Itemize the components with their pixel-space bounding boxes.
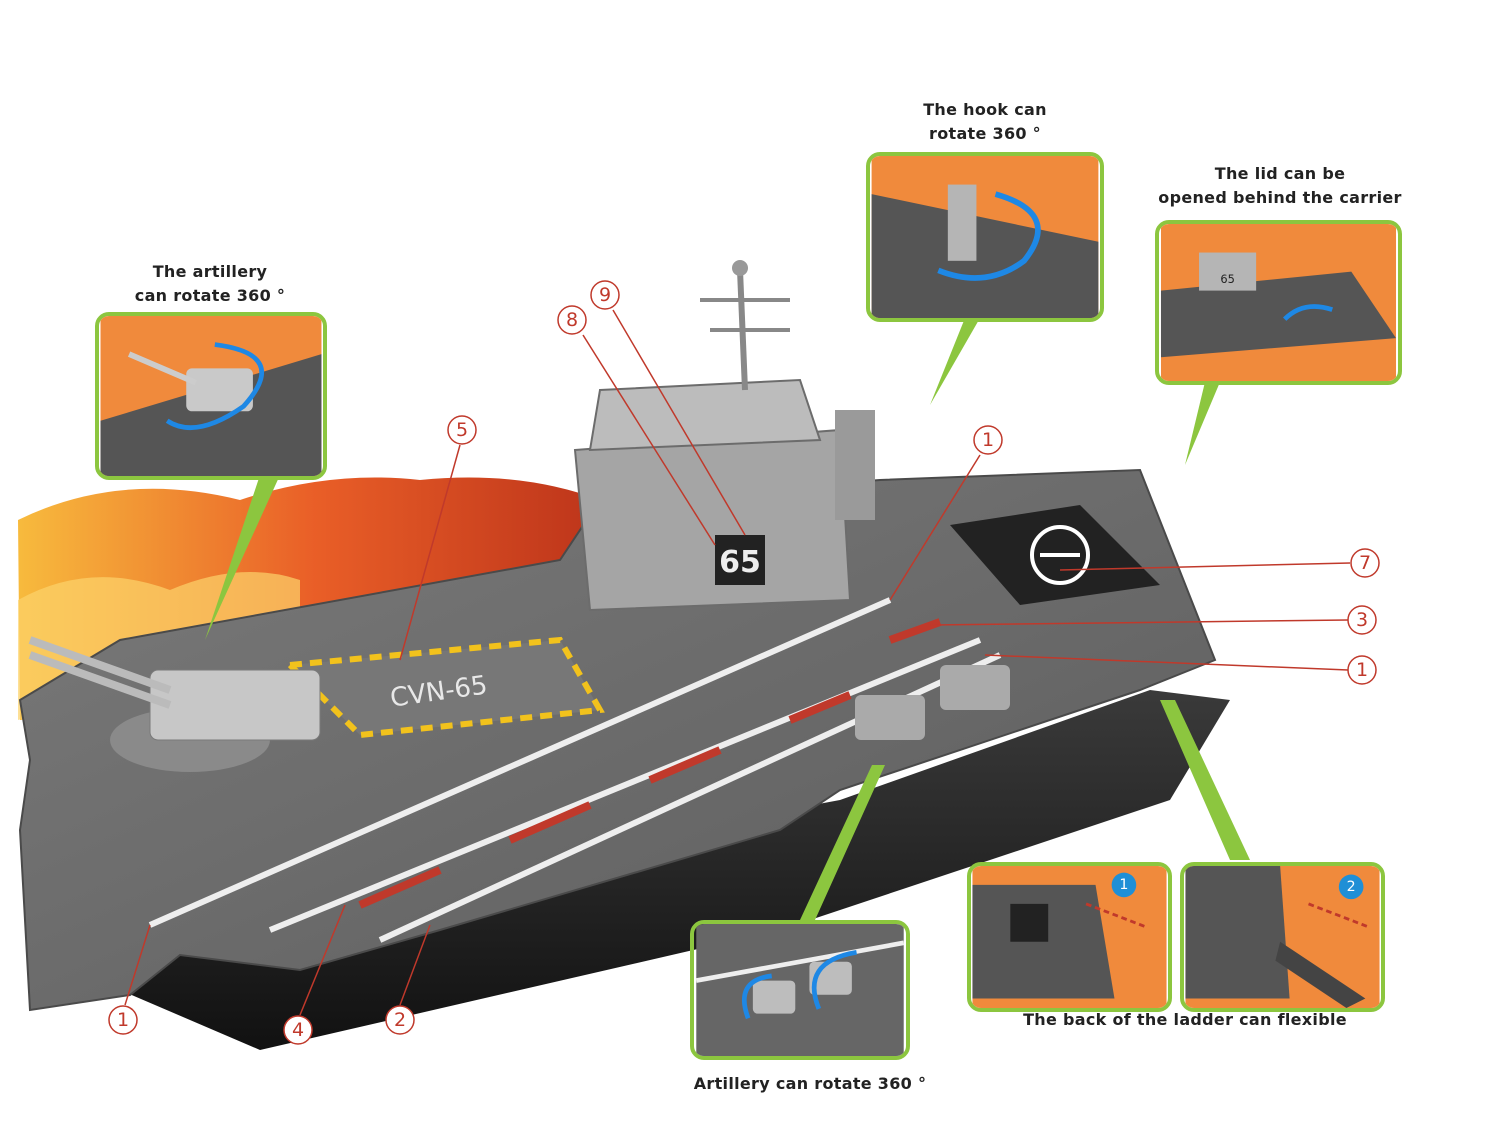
step-badge: 2 [1347, 879, 1356, 895]
svg-text:1: 1 [982, 429, 994, 451]
runway-red-marks [358, 618, 942, 909]
caption-line: The artillery [152, 262, 268, 281]
artillery-top-image [100, 316, 322, 476]
callout-marker: 9 [590, 280, 620, 310]
callout-marker: 7 [1350, 548, 1380, 578]
caption-line: The hook can [923, 100, 1047, 119]
callout-lines [124, 309, 1351, 1016]
svg-text:1: 1 [117, 1009, 129, 1031]
callout-marker: 5 [447, 415, 477, 445]
ladder-step1-inset: 1 [967, 862, 1172, 1012]
flight-deck [18, 468, 1217, 1012]
ladder-step1-image: 1 [972, 866, 1167, 1008]
svg-text:8: 8 [566, 309, 578, 331]
svg-text:2: 2 [394, 1009, 406, 1031]
lid-caption: The lid can be opened behind the carrier [1150, 162, 1410, 210]
step-badge: 1 [1119, 877, 1128, 893]
callout-marker: 3 [1347, 605, 1377, 635]
deck-gun-1 [940, 665, 1010, 710]
ladder-step2-inset: 2 [1180, 862, 1385, 1012]
callout-marker: 8 [557, 305, 587, 335]
lid-inset: 65 [1155, 220, 1402, 385]
caption-line: rotate 360 ° [929, 124, 1041, 143]
hook-caption: The hook can rotate 360 ° [890, 98, 1080, 146]
lid-image: 65 [1160, 224, 1397, 381]
caption-line: opened behind the carrier [1158, 188, 1402, 207]
callout-marker: 4 [283, 1015, 313, 1045]
callout-markers: 1 4 2 1 7 3 1 5 8 9 [108, 280, 1380, 1045]
artillery-bottom-caption: Artillery can rotate 360 ° [693, 1074, 927, 1093]
artillery-bottom-image [695, 924, 905, 1056]
cvn-pad [283, 636, 605, 739]
svg-text:4: 4 [292, 1019, 304, 1041]
inset-pointers [205, 318, 1250, 920]
main-gun-turret [28, 636, 321, 772]
callout-marker: 1 [1347, 655, 1377, 685]
artillery-top-caption: The artillery can rotate 360 ° [110, 260, 310, 308]
deck-gun-2 [855, 695, 925, 740]
svg-text:9: 9 [599, 284, 611, 306]
svg-text:7: 7 [1359, 552, 1371, 574]
ladder-caption: The back of the ladder can flexible [1023, 1010, 1347, 1029]
hook-image [871, 156, 1099, 318]
svg-text:1: 1 [1356, 659, 1368, 681]
hull [120, 690, 1230, 1050]
artillery-top-inset [95, 312, 327, 480]
caption-line: The lid can be [1214, 164, 1346, 183]
hook-inset [866, 152, 1104, 322]
lid-number: 65 [1220, 272, 1235, 286]
caption-line: can rotate 360 ° [134, 286, 286, 305]
callout-marker: 2 [385, 1005, 415, 1035]
island-tower: 65 [573, 260, 875, 612]
svg-text:5: 5 [456, 419, 468, 441]
island-number: 65 [719, 545, 761, 580]
callout-marker: 1 [108, 1005, 138, 1035]
callout-marker: 1 [973, 425, 1003, 455]
artillery-bottom-inset [690, 920, 910, 1060]
ladder-step2-image: 2 [1185, 866, 1380, 1008]
svg-text:3: 3 [1356, 609, 1368, 631]
